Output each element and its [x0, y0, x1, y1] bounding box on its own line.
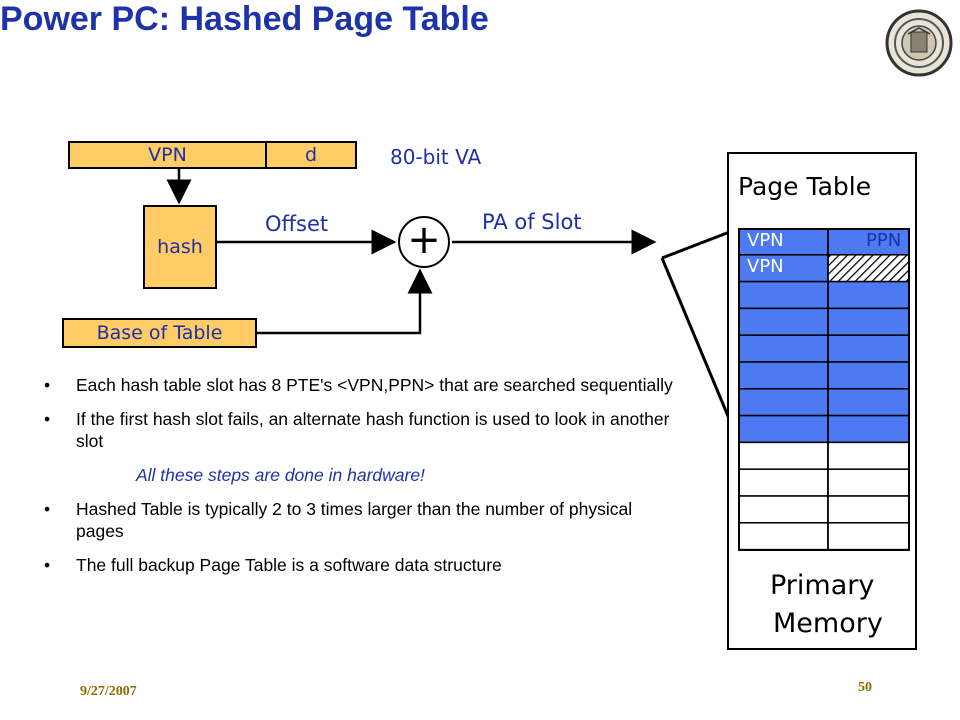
d-field-label: d [304, 144, 318, 166]
page-table-border [738, 228, 910, 551]
pa-of-slot-label: PA of Slot [482, 210, 582, 234]
hash-function-box: hash [143, 205, 217, 289]
vpn-field-label: VPN [148, 144, 187, 166]
slot-zoom-line-bottom [660, 257, 740, 441]
primary-memory-label-line2: Memory [773, 608, 883, 639]
va-size-label: 80-bit VA [390, 145, 482, 169]
table-empty-cell [827, 495, 910, 524]
slot-pte-ppn-cell [827, 334, 910, 363]
bullet-item: If the first hash slot fails, an alterna… [40, 408, 680, 452]
table-empty-cell [827, 441, 910, 470]
slot-pte-vpn-cell [738, 307, 829, 336]
bullet-item: The full backup Page Table is a software… [40, 554, 680, 576]
plus-symbol: + [407, 217, 441, 263]
bullet-list: Each hash table slot has 8 PTE's <VPN,PP… [40, 374, 680, 588]
slot-pte-ppn-hatched-cell [827, 254, 910, 283]
table-empty-cell [738, 468, 829, 497]
primary-memory-label-line1: Primary [770, 570, 875, 601]
base-to-adder-arrow [257, 268, 433, 335]
table-empty-cell [827, 522, 910, 551]
offset-label: Offset [265, 212, 329, 236]
vpn-field: VPN [68, 141, 267, 169]
slot-pte-vpn-cell [738, 280, 829, 310]
slot-pte-vpn-cell [738, 388, 829, 417]
slot-pte-ppn-cell [827, 414, 910, 444]
hashed-page-table [738, 228, 910, 551]
page-table-title: Page Table [738, 172, 872, 201]
slot-row1-ppn: PPN [866, 230, 902, 251]
slot-pte-vpn-cell [738, 414, 829, 444]
base-of-table-label: Base of Table [96, 322, 223, 344]
slot-row2-vpn: VPN [747, 256, 784, 277]
offset-d-field: d [265, 141, 357, 169]
slide-page-number: 50 [858, 680, 872, 695]
hash-label: hash [157, 236, 203, 258]
hardware-note: All these steps are done in hardware! [136, 465, 425, 485]
table-empty-cell [738, 441, 829, 470]
slot-pte-ppn-cell [827, 307, 910, 336]
bullet-item: Hashed Table is typically 2 to 3 times l… [40, 498, 680, 542]
bullet-item: Each hash table slot has 8 PTE's <VPN,PP… [40, 374, 680, 396]
slide-date: 9/27/2007 [80, 684, 137, 699]
university-seal-logo [884, 8, 954, 78]
table-empty-cell [738, 495, 829, 524]
page-title: Power PC: Hashed Page Table [0, 0, 489, 38]
slot-pte-ppn-cell [827, 388, 910, 417]
slot-row1-vpn: VPN [747, 230, 784, 251]
adder-circle: + [398, 216, 450, 268]
table-empty-cell [827, 468, 910, 497]
table-empty-cell [738, 522, 829, 551]
slot-pte-ppn-cell [827, 280, 910, 310]
slot-pte-vpn-cell [738, 334, 829, 363]
slot-pte-vpn-cell [738, 361, 829, 390]
base-of-table-box: Base of Table [62, 318, 257, 348]
slot-pte-ppn-cell [827, 361, 910, 390]
